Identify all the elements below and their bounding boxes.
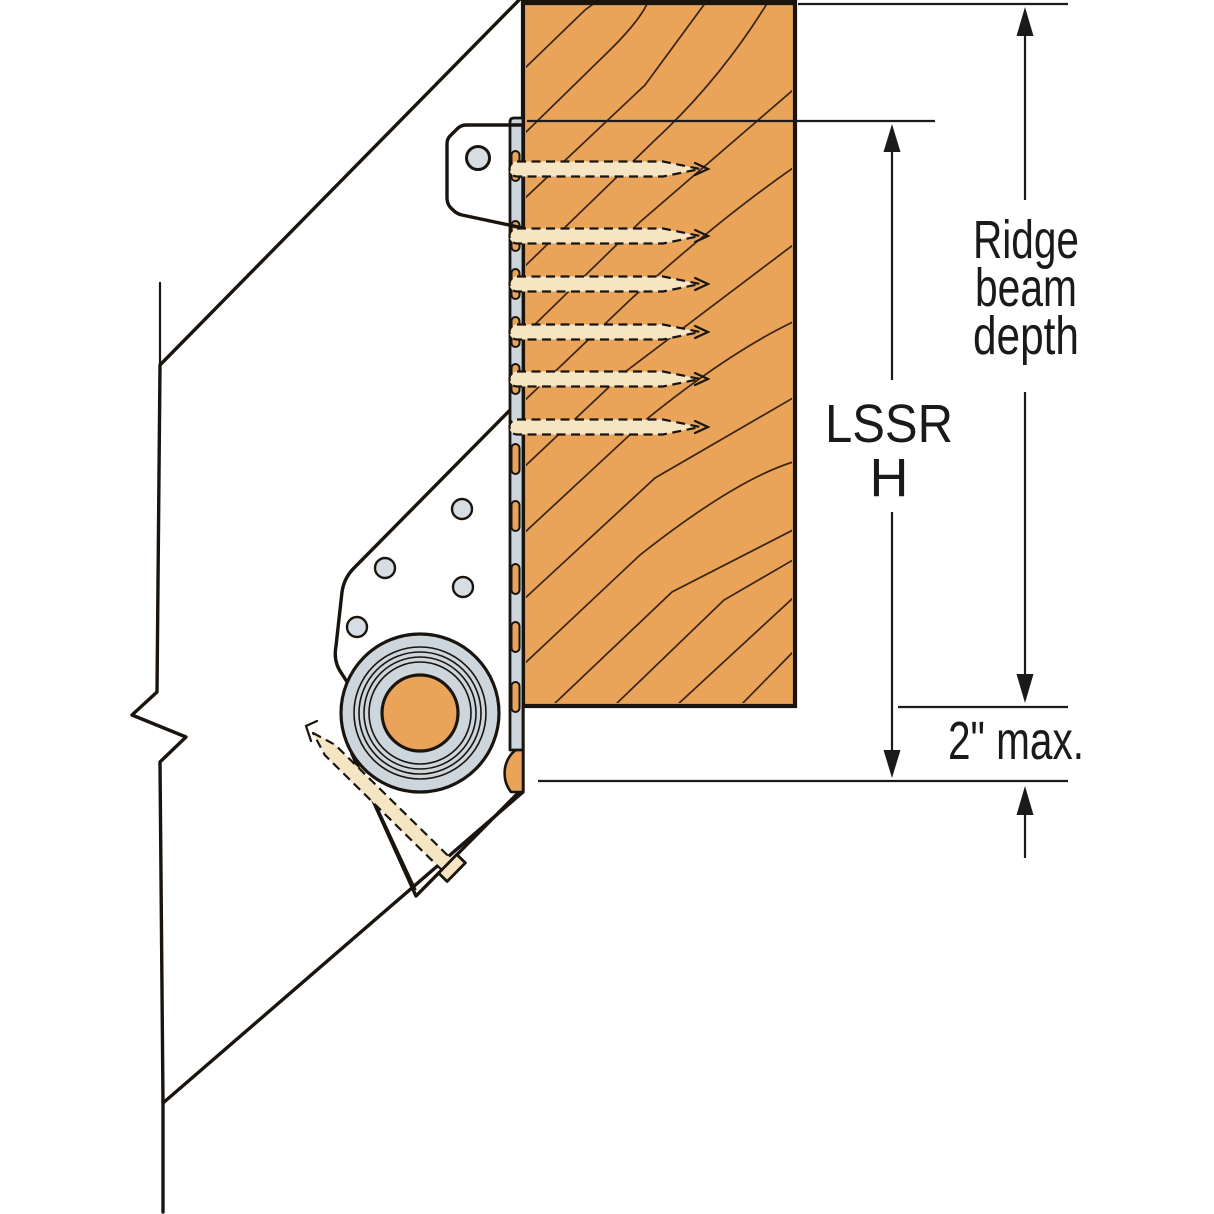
ridge-beam <box>520 0 798 709</box>
screw-tip-icon <box>304 719 319 743</box>
ridge-beam-depth-label-line3: depth <box>973 306 1079 366</box>
screw-tip-icon <box>693 324 711 340</box>
swivel-center-hole <box>380 673 460 753</box>
beam-screw <box>508 275 711 293</box>
screws <box>304 160 711 883</box>
dimension-annotations: Ridge beam depth LSSR H 2" max. <box>527 2 1084 858</box>
ridge-beam-depth-label-line1: Ridge <box>973 210 1079 270</box>
seat-screw <box>304 719 467 883</box>
screw-tip-icon <box>693 276 711 292</box>
swivel-ring-4 <box>368 661 472 765</box>
ridge-beam-body <box>520 0 798 709</box>
screw-tip-icon <box>693 161 711 177</box>
nail-hole <box>345 615 369 639</box>
swivel-ring-1 <box>353 646 487 780</box>
arrow-up-icon <box>883 124 901 152</box>
screw-tip-icon <box>693 371 711 387</box>
lssr-height-label-line2: H <box>870 448 909 508</box>
nail-hole <box>451 575 475 599</box>
arrow-down-icon <box>1016 674 1034 703</box>
wood-grain <box>526 5 792 703</box>
ridge-beam-depth-label-line2: beam <box>975 258 1077 318</box>
dimension-lssr-height: LSSR H <box>825 124 953 778</box>
nail-hole <box>373 556 397 580</box>
lssr-height-label-line1: LSSR <box>825 394 953 454</box>
swivel-ring-3 <box>363 656 477 770</box>
top-flange <box>445 123 525 230</box>
beam-screw <box>508 323 711 341</box>
dimension-ridge-beam-depth: Ridge beam depth <box>973 7 1079 703</box>
seat-notch-wood <box>503 744 525 794</box>
rafter-body <box>130 0 525 1105</box>
dimension-seat-offset: 2" max. <box>948 711 1084 858</box>
beam-screw <box>508 160 711 178</box>
arrow-down-icon <box>883 750 901 778</box>
seat-offset-label: 2" max. <box>948 711 1084 771</box>
beam-screw <box>508 370 711 388</box>
flange-hole <box>465 145 491 171</box>
rafter <box>130 0 525 1214</box>
swivel-ring-2 <box>358 651 482 775</box>
arrow-up-icon <box>1016 786 1034 815</box>
beam-screw <box>508 227 711 245</box>
seat-screw-head <box>437 853 467 883</box>
screw-tip-icon <box>693 419 711 435</box>
arrow-up-icon <box>1016 7 1034 36</box>
nail-hole <box>450 497 474 521</box>
screw-tip-icon <box>693 228 711 244</box>
beam-screw <box>508 418 711 436</box>
